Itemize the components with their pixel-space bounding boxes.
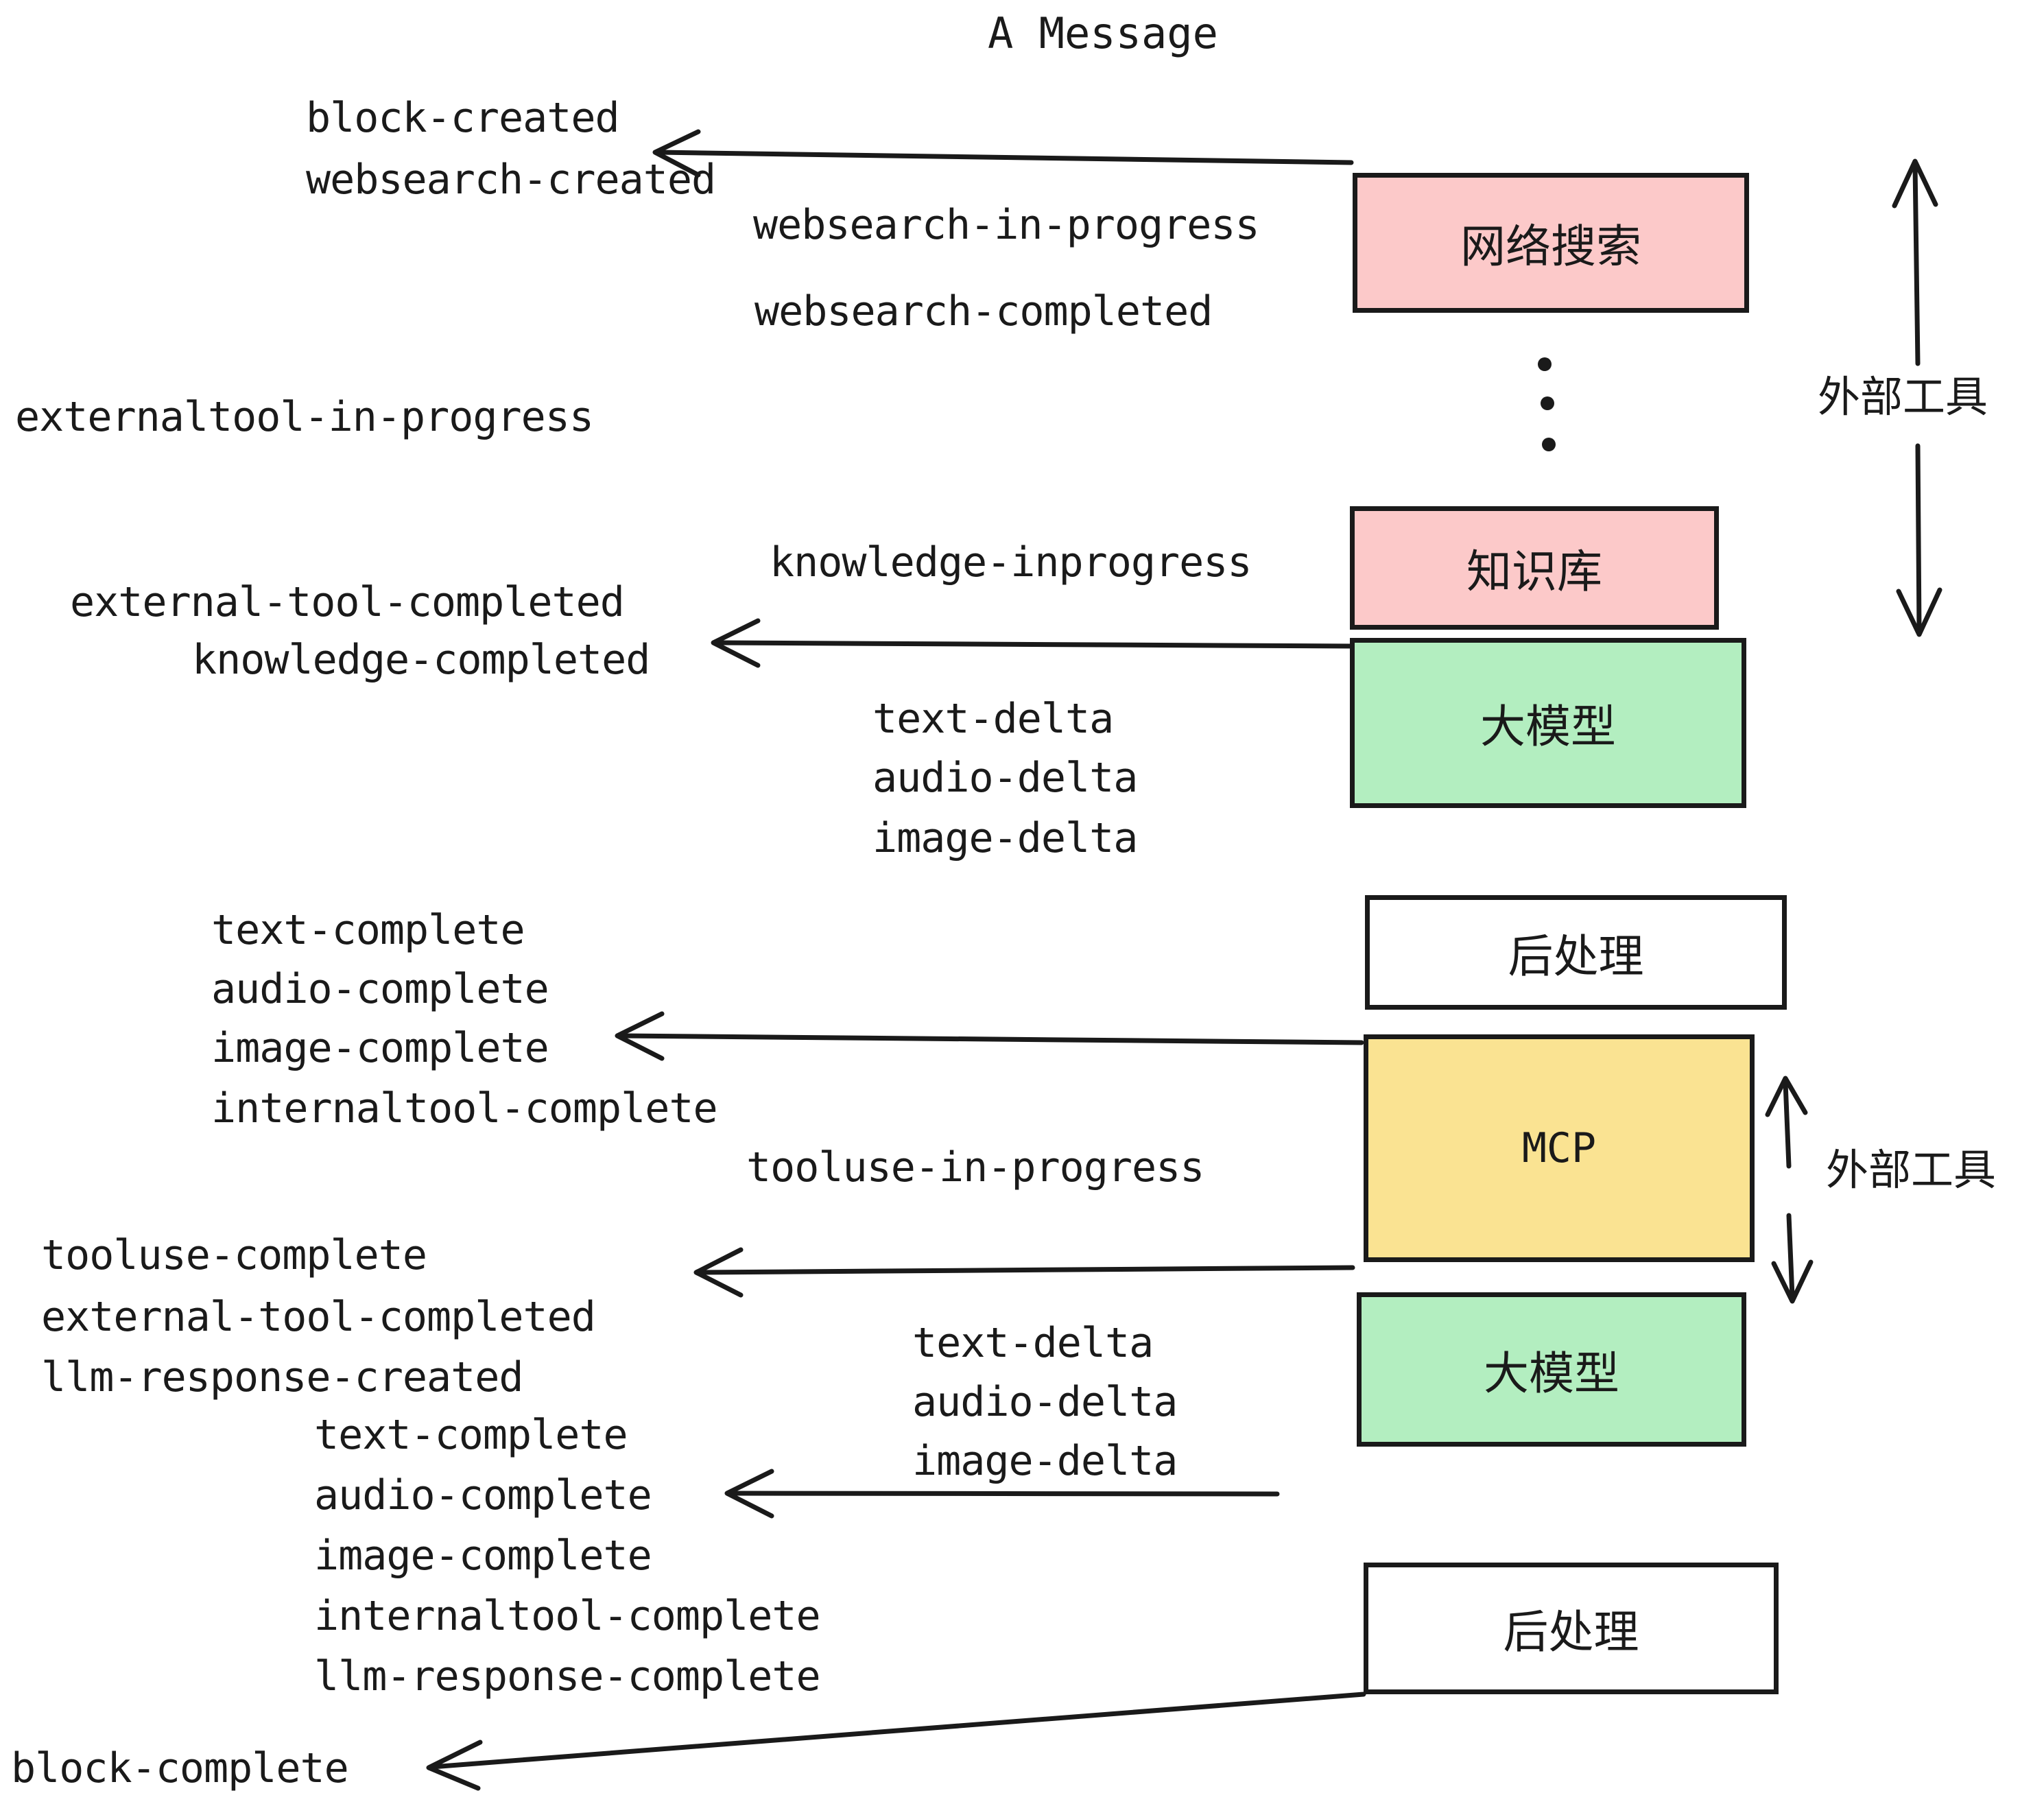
- node-postprocess-2-label: 后处理: [1503, 1606, 1639, 1659]
- arrow-mcp-to-tooluse-complete: [693, 1247, 1355, 1298]
- node-knowledge-label: 知识库: [1466, 545, 1602, 598]
- event-block-complete: block-complete: [11, 1744, 349, 1792]
- event-audio-delta-2: audio-delta: [912, 1378, 1178, 1426]
- node-postprocess-1-label: 后处理: [1508, 929, 1644, 983]
- arrow-websearch-to-block-created: [652, 129, 1354, 178]
- event-text-delta-1: text-delta: [872, 695, 1114, 743]
- node-postprocess-2[interactable]: 后处理: [1364, 1563, 1779, 1694]
- event-websearch-created: websearch-created: [306, 156, 716, 204]
- node-postprocess-1[interactable]: 后处理: [1365, 895, 1787, 1010]
- event-image-delta-1: image-delta: [872, 814, 1138, 862]
- arrow-knowledge-to-knowledge-completed: [711, 618, 1355, 668]
- event-tooluse-in-progress: tooluse-in-progress: [746, 1143, 1204, 1191]
- event-text-complete-1: text-complete: [211, 906, 525, 954]
- node-websearch[interactable]: 网络搜索: [1353, 173, 1749, 313]
- arrow-mcp-to-image-complete: [615, 1011, 1364, 1061]
- event-image-complete-2: image-complete: [314, 1532, 652, 1580]
- event-websearch-in-progress: websearch-in-progress: [753, 201, 1260, 249]
- event-audio-complete-1: audio-complete: [211, 965, 549, 1013]
- ellipsis-dot-3: [1542, 438, 1556, 451]
- node-mcp[interactable]: MCP: [1364, 1034, 1755, 1262]
- event-tooluse-complete: tooluse-complete: [41, 1231, 427, 1279]
- event-llm-response-complete: llm-response-complete: [314, 1652, 821, 1700]
- event-llm-response-created: llm-response-created: [41, 1353, 523, 1401]
- ellipsis-dot-1: [1538, 357, 1552, 371]
- node-knowledge[interactable]: 知识库: [1350, 506, 1719, 630]
- event-image-complete-1: image-complete: [211, 1024, 549, 1072]
- external-tools-bottom-double-arrow: [1765, 1076, 1814, 1304]
- event-external-tool-completed-2: external-tool-completed: [41, 1293, 596, 1341]
- node-websearch-label: 网络搜索: [1460, 220, 1641, 273]
- event-internaltool-complete-1: internaltool-complete: [211, 1084, 718, 1132]
- event-knowledge-completed: knowledge-completed: [192, 636, 650, 684]
- node-llm-1-label: 大模型: [1480, 700, 1616, 753]
- ellipsis-dot-2: [1541, 396, 1554, 410]
- event-audio-delta-1: audio-delta: [872, 754, 1138, 802]
- event-websearch-completed: websearch-completed: [754, 287, 1213, 335]
- event-image-delta-2: image-delta: [912, 1437, 1178, 1485]
- event-block-created: block-created: [306, 94, 620, 142]
- event-text-delta-2: text-delta: [912, 1319, 1154, 1367]
- node-llm-1[interactable]: 大模型: [1350, 638, 1746, 808]
- arrow-postprocess-to-block-complete: [426, 1692, 1366, 1791]
- node-mcp-label: MCP: [1521, 1124, 1597, 1172]
- event-externaltool-in-progress: externaltool-in-progress: [15, 393, 594, 441]
- event-text-complete-2: text-complete: [314, 1411, 628, 1459]
- label-external-tools-top: 外部工具: [1818, 372, 1988, 422]
- event-knowledge-inprogress: knowledge-inprogress: [770, 538, 1252, 586]
- event-external-tool-completed-1: external-tool-completed: [70, 578, 625, 626]
- page-title: A Message: [988, 8, 1218, 58]
- event-internaltool-complete-2: internaltool-complete: [314, 1592, 821, 1640]
- node-llm-2-label: 大模型: [1484, 1346, 1619, 1400]
- event-audio-complete-2: audio-complete: [314, 1471, 652, 1519]
- label-external-tools-bottom: 外部工具: [1826, 1145, 1997, 1195]
- node-llm-2[interactable]: 大模型: [1357, 1292, 1746, 1447]
